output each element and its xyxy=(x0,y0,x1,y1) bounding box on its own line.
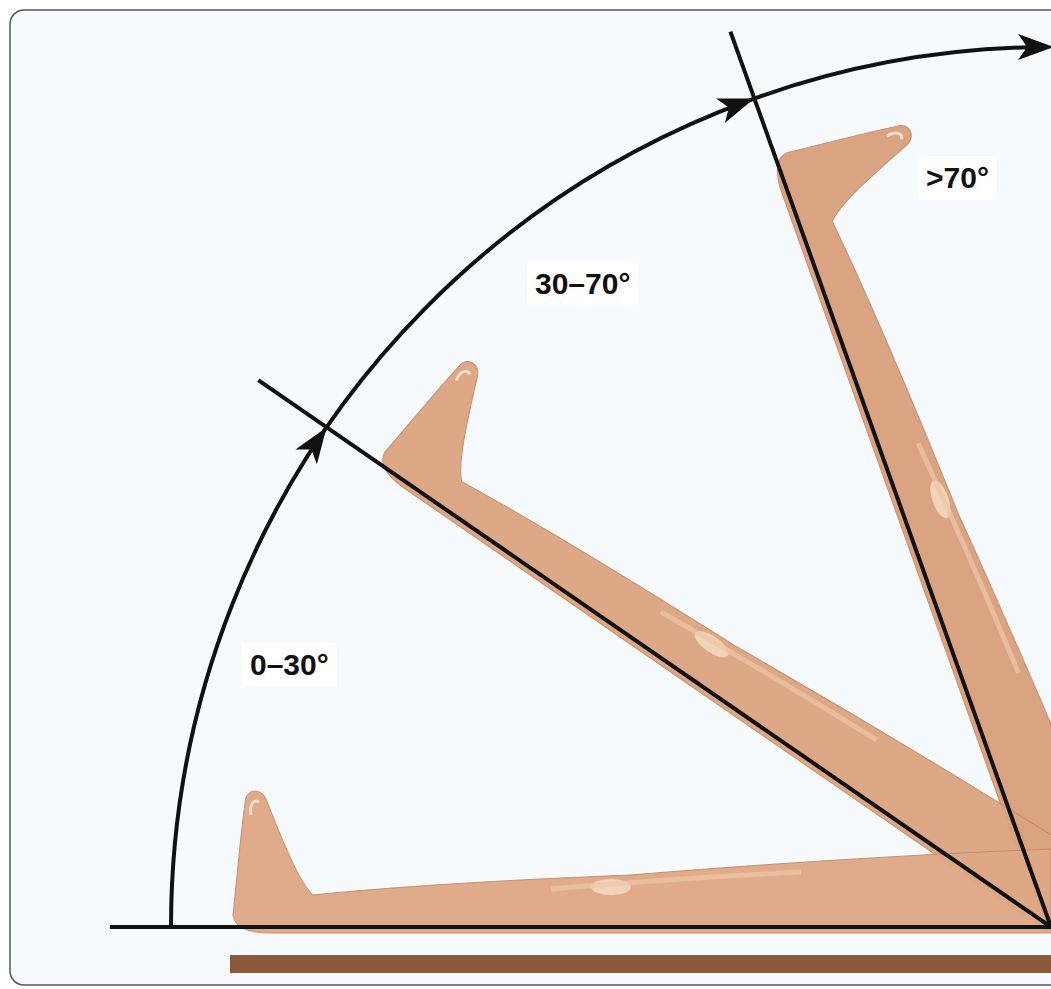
leg-highlight xyxy=(918,438,1018,679)
angle-range-label: 30–70° xyxy=(527,262,638,306)
ground-shadow xyxy=(230,955,1051,973)
arrowhead xyxy=(1018,34,1051,60)
leg-figure xyxy=(233,791,1051,933)
angle-arc xyxy=(171,47,1040,927)
angle-line xyxy=(258,380,1051,927)
baseline xyxy=(110,925,1051,929)
leg-highlight xyxy=(551,872,801,889)
toe-highlight xyxy=(456,369,471,385)
angle-line xyxy=(730,32,1051,927)
angle-range-label: 0–30° xyxy=(242,643,337,687)
arrowhead xyxy=(295,427,326,464)
angle-range-label: >70° xyxy=(918,156,997,200)
toe-highlight xyxy=(887,131,903,144)
arrowhead xyxy=(716,98,754,122)
leg-outline xyxy=(233,791,1051,933)
legs xyxy=(230,111,1051,973)
toe-highlight xyxy=(250,801,259,815)
